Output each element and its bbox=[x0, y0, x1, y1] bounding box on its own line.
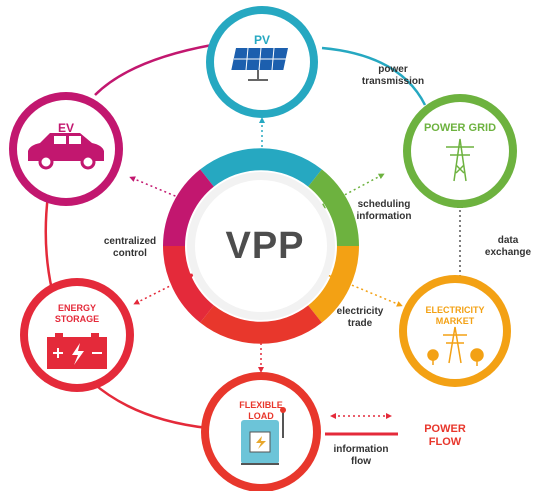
node-pv bbox=[206, 6, 318, 118]
electricity-market-title-2: MARKET bbox=[435, 316, 475, 326]
node-energy-storage bbox=[20, 278, 134, 392]
flexible-load-title-1: FLEXIBLE bbox=[239, 400, 283, 410]
electricity-market-title-1: ELECTRICITY bbox=[425, 305, 485, 315]
ring-ev-storage bbox=[44, 194, 54, 291]
label-scheduling-2: information bbox=[356, 211, 412, 222]
car-icon bbox=[28, 133, 104, 170]
label-information-flow-1: information bbox=[333, 444, 389, 455]
label-centralized-1: centralized bbox=[103, 236, 157, 247]
pv-title: PV bbox=[253, 33, 270, 47]
ring-pv-ev bbox=[94, 43, 213, 96]
arrow-market-vpp bbox=[322, 272, 403, 307]
label-power-transmission-2: transmission bbox=[361, 76, 425, 87]
node-electricity-market bbox=[399, 275, 511, 387]
energy-storage-title-1: ENERGY bbox=[57, 303, 96, 313]
ring-storage-load bbox=[91, 381, 209, 430]
vpp-title: VPP bbox=[225, 225, 305, 267]
label-centralized-2: control bbox=[113, 248, 147, 259]
label-scheduling-1: scheduling bbox=[357, 199, 411, 210]
flexible-load-title-2: LOAD bbox=[248, 411, 274, 421]
legend-power-flow-2: FLOW bbox=[428, 436, 462, 448]
ring-pv-powergrid bbox=[321, 46, 427, 106]
market-tower-icon bbox=[427, 326, 484, 366]
switch-box-icon bbox=[241, 407, 286, 465]
label-data-exchange-2: exchange bbox=[484, 247, 532, 258]
vpp-ring bbox=[163, 148, 359, 344]
label-data-exchange-1: data bbox=[497, 235, 519, 246]
power-grid-title: POWER GRID bbox=[423, 122, 497, 134]
node-power-grid bbox=[403, 94, 517, 208]
node-flexible-load bbox=[201, 372, 321, 491]
ev-title: EV bbox=[57, 121, 74, 135]
arrow-ev-vpp bbox=[129, 176, 195, 205]
label-power-transmission-1: power bbox=[378, 64, 408, 75]
legend-power-flow-1: POWER bbox=[424, 423, 466, 435]
label-information-flow-2: flow bbox=[351, 456, 371, 467]
battery-icon bbox=[47, 333, 107, 369]
energy-storage-title-2: STORAGE bbox=[54, 314, 100, 324]
node-ev bbox=[9, 92, 123, 206]
label-electricity-trade-2: trade bbox=[347, 318, 373, 329]
label-electricity-trade-1: electricity bbox=[336, 306, 384, 317]
solar-panel-icon bbox=[231, 47, 288, 81]
arrow-storage-vpp bbox=[133, 273, 195, 305]
transmission-tower-icon bbox=[446, 138, 474, 182]
